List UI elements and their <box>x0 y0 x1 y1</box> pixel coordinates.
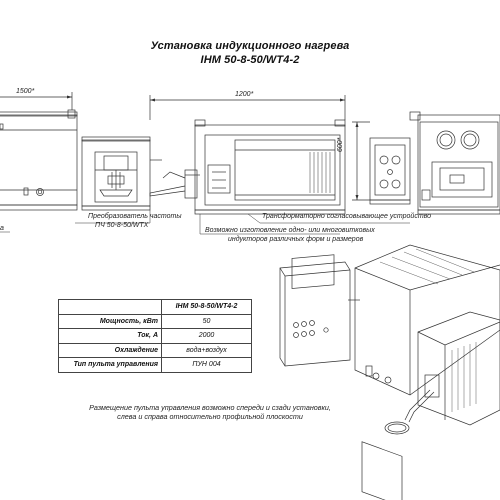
table-cell-value: 50 <box>161 313 252 329</box>
table-row: Охлаждение вода+воздух <box>58 342 252 358</box>
table-cell-value: вода+воздух <box>161 342 252 358</box>
left-cabinet-side-view <box>0 109 78 211</box>
table-cell-key: Тип пульта управления <box>58 357 162 373</box>
callout-inductor-line2: индукторов различных форм и размеров <box>228 236 364 243</box>
dimension-600 <box>352 121 370 201</box>
right-cabinet-front-view <box>409 111 500 215</box>
table-cell-value: ПУН 004 <box>161 357 252 373</box>
table-header-model: IHM 50-8-50/WT4-2 <box>161 299 252 315</box>
callout-converter-line1: Преобразователь частоты <box>88 213 182 220</box>
table-cell-key: Охлаждение <box>58 342 162 358</box>
fan-icon <box>391 155 401 165</box>
table-header-row: IHM 50-8-50/WT4-2 <box>58 299 252 315</box>
dimension-1500 <box>0 92 73 110</box>
callout-leaders <box>0 210 410 235</box>
drawing-title-line1: Установка индукционного нагрева <box>150 40 350 52</box>
center-unit-side-view <box>149 119 346 215</box>
isometric-assembly <box>279 244 500 500</box>
dimension-label-1200: 1200* <box>235 91 254 98</box>
fan-icon <box>391 179 401 189</box>
drawing-title-line2: IHM 50-8-50/WT4-2 <box>200 54 300 66</box>
dimension-label-1500: 1500* <box>16 88 35 95</box>
callout-transformer: Трансформаторно согласовывающее устройст… <box>262 213 432 220</box>
callout-left-cut: а <box>0 225 4 232</box>
table-header-empty-cell <box>58 299 162 315</box>
table-row: Тип пульта управления ПУН 004 <box>58 357 252 373</box>
table-row: Ток, А 2000 <box>58 328 252 344</box>
callout-inductor-line1: Возможно изготовление одно- или многовит… <box>205 227 375 234</box>
dimension-1200 <box>149 95 346 120</box>
spec-table: IHM 50-8-50/WT4-2 Мощность, кВт 50 Ток, … <box>58 299 252 373</box>
dimension-label-600: 600* <box>337 137 344 152</box>
left-cabinet-front-view <box>81 136 162 211</box>
callout-converter-line2: ПЧ 50-8-50/WTX <box>95 222 149 229</box>
table-cell-value: 2000 <box>161 328 252 344</box>
right-converter-front-view <box>369 137 411 205</box>
fan-icon <box>379 155 389 165</box>
table-cell-key: Мощность, кВт <box>58 313 162 329</box>
table-cell-key: Ток, А <box>58 328 162 344</box>
placement-note-line1: Размещение пульта управления возможно сп… <box>89 403 331 412</box>
placement-note-line2: слева и справа относительно профильной п… <box>117 412 303 421</box>
fan-icon <box>379 179 389 189</box>
placement-note: Размещение пульта управления возможно сп… <box>40 403 380 421</box>
table-row: Мощность, кВт 50 <box>58 313 252 329</box>
